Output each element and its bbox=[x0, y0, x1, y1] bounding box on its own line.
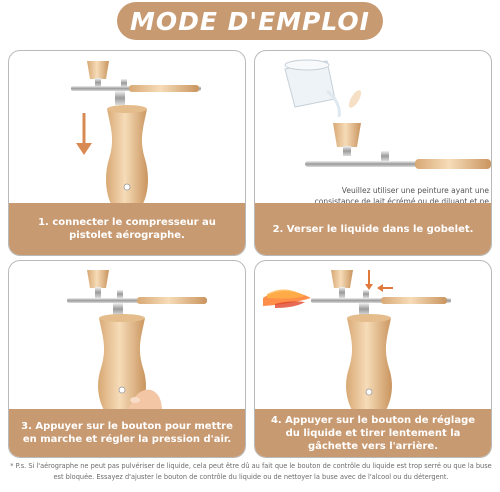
step-1-caption: 1. connecter le compresseur au pistolet … bbox=[9, 203, 245, 255]
footnote: * P.s. Si l'aérographe ne peut pas pulvé… bbox=[10, 462, 492, 481]
page-title: MODE D'EMPLOI bbox=[130, 6, 370, 36]
step-4-panel: 4. Appuyer sur le bouton de réglage du l… bbox=[254, 260, 492, 458]
step-4-caption: 4. Appuyer sur le bouton de réglage du l… bbox=[255, 409, 491, 457]
step-3-caption: 3. Appuyer sur le bouton pour mettre en … bbox=[9, 409, 245, 457]
power-button-illustration bbox=[67, 270, 207, 414]
airbrush-compressor-illustration bbox=[71, 61, 201, 207]
step-3-panel: 3. Appuyer sur le bouton pour mettre en … bbox=[8, 260, 246, 458]
pour-liquid-illustration bbox=[284, 59, 491, 169]
step-1-panel: 1. connecter le compresseur au pistolet … bbox=[8, 50, 246, 256]
step-2-panel: Veuillez utiliser une peinture ayant une… bbox=[254, 50, 492, 256]
spray-trigger-illustration bbox=[263, 270, 451, 412]
title-banner: MODE D'EMPLOI bbox=[117, 2, 383, 40]
step-2-caption: 2. Verser le liquide dans le gobelet. bbox=[255, 203, 491, 255]
